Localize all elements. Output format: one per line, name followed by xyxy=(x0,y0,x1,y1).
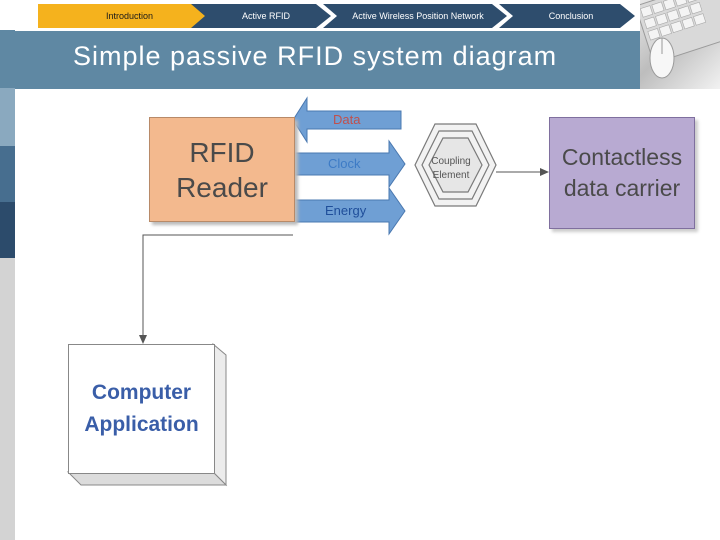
contactless-carrier-box: Contactless data carrier xyxy=(549,117,695,229)
computer-line2: Application xyxy=(84,413,199,436)
nav-introduction[interactable]: Introduction xyxy=(38,4,221,28)
title-band: Simple passive RFID system diagram xyxy=(15,31,640,89)
rfid-reader-box: RFID Reader xyxy=(149,117,295,222)
reader-to-computer-arrowhead xyxy=(139,335,147,344)
side-strip-blue-2 xyxy=(0,88,15,146)
energy-arrow xyxy=(292,186,406,236)
nav-active-wireless[interactable]: Active Wireless Position Network xyxy=(323,4,507,28)
side-strip-top xyxy=(0,0,15,30)
rfid-reader-line1: RFID xyxy=(189,136,255,168)
side-strip-gray xyxy=(0,258,15,540)
keyboard-mouse-image xyxy=(640,0,720,89)
clock-arrow xyxy=(292,139,406,189)
keyboard-mouse-icon xyxy=(640,0,720,79)
diagram-connectors xyxy=(66,96,549,487)
nav-conclusion[interactable]: Conclusion xyxy=(499,4,635,28)
nav-conclusion-label: Conclusion xyxy=(548,11,594,21)
nav-active-wireless-label: Active Wireless Position Network xyxy=(352,11,484,21)
rfid-diagram: Data Clock Energy Coupling Element RFID … xyxy=(15,89,720,540)
side-strip-blue-4 xyxy=(0,202,15,258)
data-arrow-label: Data xyxy=(333,112,361,127)
carrier-line2: data carrier xyxy=(563,175,681,201)
coupling-label-line2: Element xyxy=(432,170,470,181)
nav-chevron-shape xyxy=(191,4,331,28)
slide-title: Simple passive RFID system diagram xyxy=(73,41,558,71)
nav-chevron-shape xyxy=(38,4,221,28)
coupling-hexagon-mid xyxy=(421,130,490,200)
reader-to-computer-line xyxy=(142,234,293,337)
rfid-reader-line2: Reader xyxy=(176,171,268,203)
nav-introduction-label: Introduction xyxy=(105,11,154,21)
computer-application-box: Computer Application xyxy=(68,344,215,474)
nav-active-rfid[interactable]: Active RFID xyxy=(191,4,331,28)
top-nav-bar: Introduction Active RFID Active Wireless… xyxy=(15,0,640,31)
coupling-element-label: Coupling Element xyxy=(428,155,474,183)
data-arrow xyxy=(292,96,402,144)
coupling-hexagon-inner xyxy=(428,137,483,193)
nav-active-rfid-label: Active RFID xyxy=(241,11,290,21)
coupling-label-line1: Coupling xyxy=(431,156,471,167)
carrier-line1: Contactless xyxy=(561,144,683,170)
side-strip-blue-1 xyxy=(0,30,15,88)
side-strip-blue-3 xyxy=(0,146,15,202)
nav-chevron-shape xyxy=(499,4,635,28)
clock-arrow-label: Clock xyxy=(328,156,361,171)
energy-arrow-label: Energy xyxy=(325,203,367,218)
nav-chevron-shape xyxy=(323,4,507,28)
coupling-to-carrier-arrowhead xyxy=(540,168,549,176)
computer-line1: Computer xyxy=(91,381,192,404)
